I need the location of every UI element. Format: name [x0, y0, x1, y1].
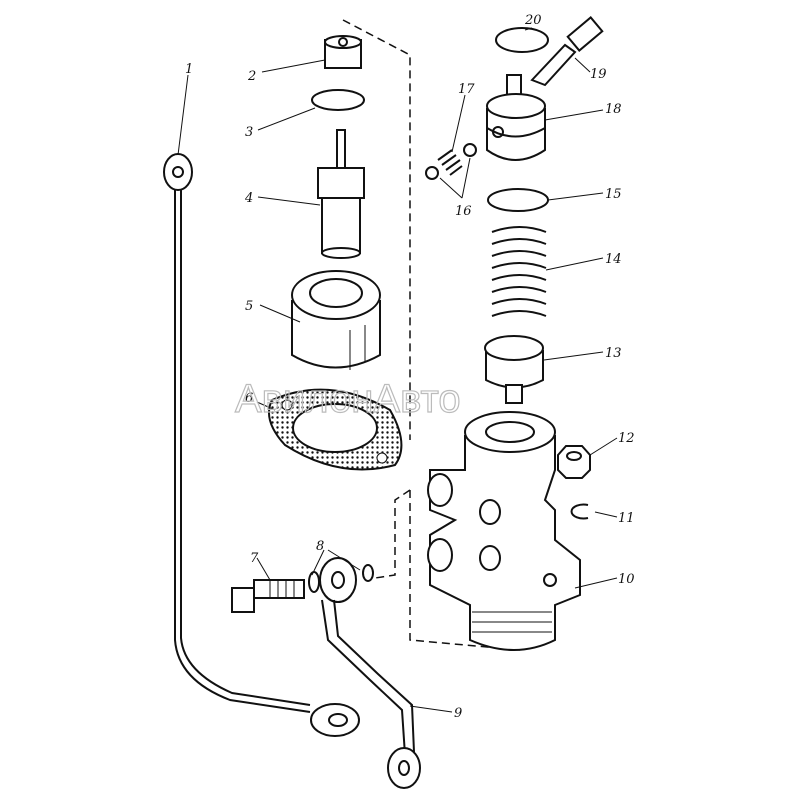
assembly-axis-dashed	[342, 19, 521, 651]
label-4: 4	[244, 191, 253, 206]
part-10-pump-housing	[427, 411, 581, 651]
label-14: 14	[605, 252, 622, 267]
part-9-fitting-pipe	[319, 557, 421, 789]
label-19: 19	[590, 67, 607, 82]
part-11-clip	[570, 503, 589, 520]
label-20: 20	[524, 13, 542, 28]
label-7: 7	[250, 551, 259, 566]
leader-lines	[177, 27, 618, 713]
part-16-balls	[425, 143, 477, 180]
label-9: 9	[454, 706, 462, 721]
label-3: 3	[245, 125, 253, 140]
label-5: 5	[245, 299, 253, 314]
part-20-snap-ring	[495, 27, 549, 53]
label-2: 2	[247, 69, 256, 84]
label-12: 12	[618, 431, 635, 446]
label-17: 17	[458, 82, 475, 97]
part-15-o-ring	[487, 188, 549, 212]
part-3-washer	[311, 89, 365, 111]
part-6-gasket	[268, 388, 403, 471]
label-8: 8	[316, 539, 324, 554]
part-1-fuel-pipe	[163, 153, 360, 737]
part-17-spring-small	[437, 149, 463, 176]
part-19-pin	[530, 16, 604, 87]
label-18: 18	[605, 102, 622, 117]
label-15: 15	[605, 187, 622, 202]
part-2-nut	[324, 35, 362, 69]
part-5-union-nut	[291, 270, 381, 370]
label-6: 6	[245, 391, 253, 406]
label-13: 13	[605, 346, 622, 361]
part-14-spring	[491, 226, 547, 317]
label-16: 16	[455, 204, 472, 219]
watermark: АвилонАвто	[235, 377, 461, 421]
part-8-washers	[308, 564, 374, 593]
label-1: 1	[185, 62, 193, 77]
part-13-cup	[484, 335, 544, 404]
part-7-banjo-bolt	[231, 579, 305, 613]
part-18-valve-body	[486, 74, 546, 161]
label-10: 10	[618, 572, 635, 587]
part-12-hex-nut	[557, 445, 591, 479]
part-4-valve	[317, 129, 365, 259]
label-11: 11	[618, 511, 635, 526]
